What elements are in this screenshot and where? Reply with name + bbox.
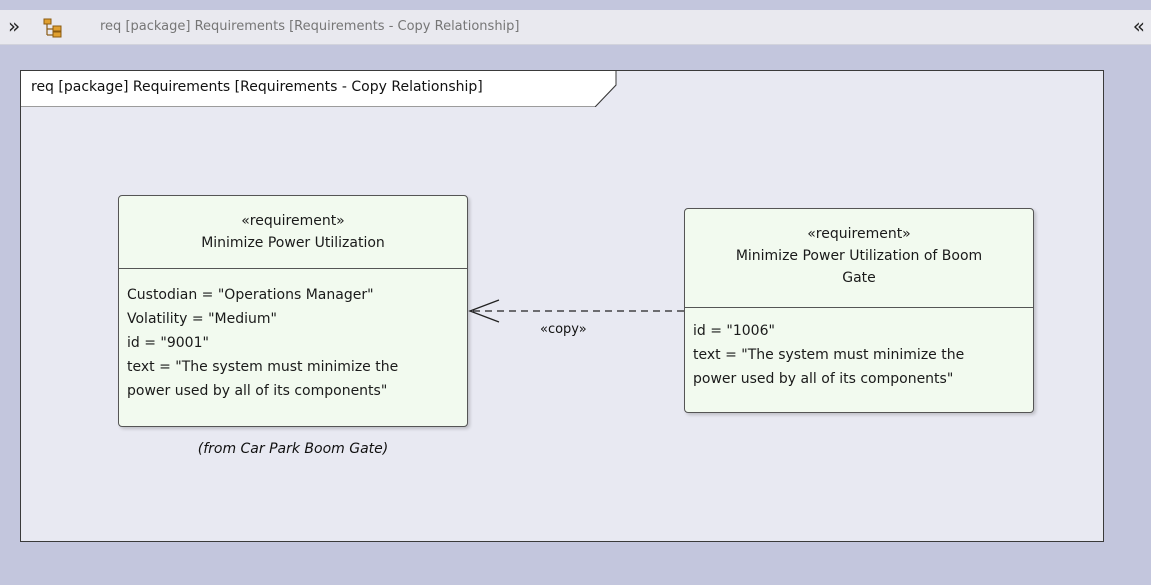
requirement-name-line-2: Gate — [842, 270, 876, 286]
stereotype-label: «requirement» — [241, 213, 345, 229]
package-tree-icon[interactable] — [42, 18, 64, 38]
expand-panel-icon[interactable]: » — [8, 14, 21, 38]
requirement-name: Minimize Power Utilization — [201, 235, 385, 251]
copy-stereotype-label: «copy» — [540, 322, 587, 337]
attribute-id: id = "9001" — [127, 335, 209, 351]
attribute-compartment: id = "1006" text = "The system must mini… — [693, 319, 1029, 391]
requirement-header: «requirement» Minimize Power Utilization — [119, 196, 467, 254]
compartment-divider — [685, 307, 1033, 308]
frame-title: req [package] Requirements [Requirements… — [31, 79, 483, 95]
diagram-toolbar: » req [package] Requirements [Requiremen… — [0, 10, 1151, 45]
requirement-minimize-power-utilization[interactable]: «requirement» Minimize Power Utilization… — [118, 195, 468, 427]
compartment-divider — [119, 268, 467, 269]
attribute-text-line-2: power used by all of its components" — [693, 371, 954, 387]
requirement-name-line-1: Minimize Power Utilization of Boom — [735, 248, 983, 264]
attribute-custodian: Custodian = "Operations Manager" — [127, 287, 374, 303]
diagram-tab-title: req [package] Requirements [Requirements… — [100, 19, 520, 34]
frame-name-tab — [21, 71, 617, 107]
attribute-text-line-1: text = "The system must minimize the — [693, 347, 965, 363]
attribute-id: id = "1006" — [693, 323, 775, 339]
attribute-text-line-2: power used by all of its components" — [127, 383, 388, 399]
from-package-note: (from Car Park Boom Gate) — [197, 441, 389, 457]
attribute-text-line-1: text = "The system must minimize the — [127, 359, 399, 375]
attribute-volatility: Volatility = "Medium" — [127, 311, 277, 327]
collapse-panel-icon[interactable]: « — [1132, 14, 1145, 38]
attribute-compartment: Custodian = "Operations Manager" Volatil… — [127, 283, 463, 403]
stereotype-label: «requirement» — [807, 226, 911, 242]
requirement-minimize-power-utilization-boom-gate[interactable]: «requirement» Minimize Power Utilization… — [684, 208, 1034, 413]
requirement-header: «requirement» Minimize Power Utilization… — [685, 209, 1033, 289]
